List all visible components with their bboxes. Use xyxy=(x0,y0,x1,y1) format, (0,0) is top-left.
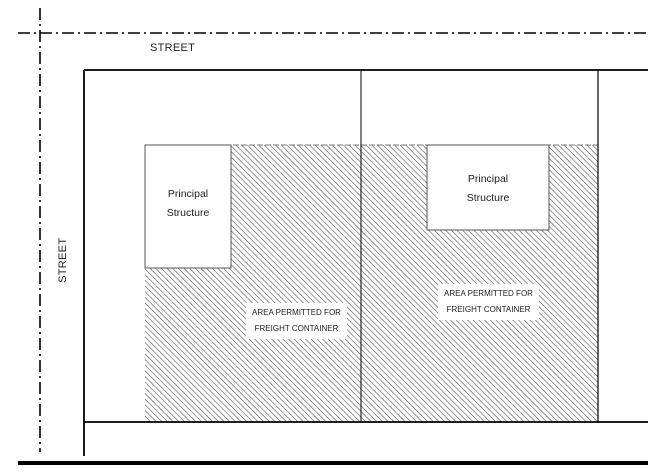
principal-structure-left-label: Principal Structure xyxy=(166,188,210,219)
street-label-top: STREET xyxy=(150,42,196,54)
principal-structure-left xyxy=(144,144,232,269)
area-permitted-left-label: AREA PERMITTED FOR FREIGHT CONTAINER xyxy=(246,303,347,339)
area-permitted-right-label: AREA PERMITTED FOR FREIGHT CONTAINER xyxy=(438,284,539,320)
principal-structure-right-label: Principal Structure xyxy=(466,173,510,204)
street-label-left: STREET xyxy=(56,237,69,283)
principal-structure-right xyxy=(426,144,550,231)
